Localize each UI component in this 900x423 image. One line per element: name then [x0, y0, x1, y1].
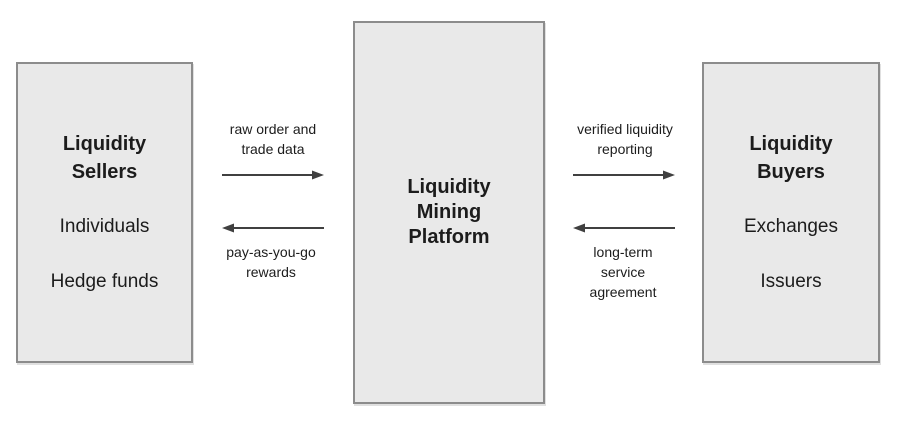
sellers-box-item: Hedge funds: [50, 270, 159, 292]
buyers-box-item: Issuers: [760, 270, 822, 292]
sellers-box: Liquidity Sellers Individuals Hedge fund…: [16, 62, 193, 363]
flow-label-long-term-service-agreement: long-term service agreement: [589, 244, 657, 300]
platform-box: Liquidity Mining Platform: [353, 21, 545, 404]
arrow-left-icon: [222, 223, 324, 233]
sellers-box-title: Liquidity Sellers: [62, 132, 147, 183]
platform-box-title: Liquidity Mining Platform: [407, 176, 491, 248]
arrow-right-icon: [222, 170, 324, 180]
flow-label-raw-order-trade-data: raw order and trade data: [229, 121, 317, 157]
buyers-box-item: Exchanges: [743, 215, 838, 237]
buyers-box: Liquidity Buyers Exchanges Issuers: [702, 62, 880, 363]
flow-label-pay-as-you-go-rewards: pay-as-you-go rewards: [226, 244, 316, 280]
sellers-box-item: Individuals: [59, 215, 150, 237]
arrow-right-icon: [573, 170, 675, 180]
arrow-left-icon: [573, 223, 675, 233]
buyers-box-title: Liquidity Buyers: [749, 132, 833, 183]
flow-label-verified-liquidity-reporting: verified liquidity reporting: [577, 121, 673, 157]
